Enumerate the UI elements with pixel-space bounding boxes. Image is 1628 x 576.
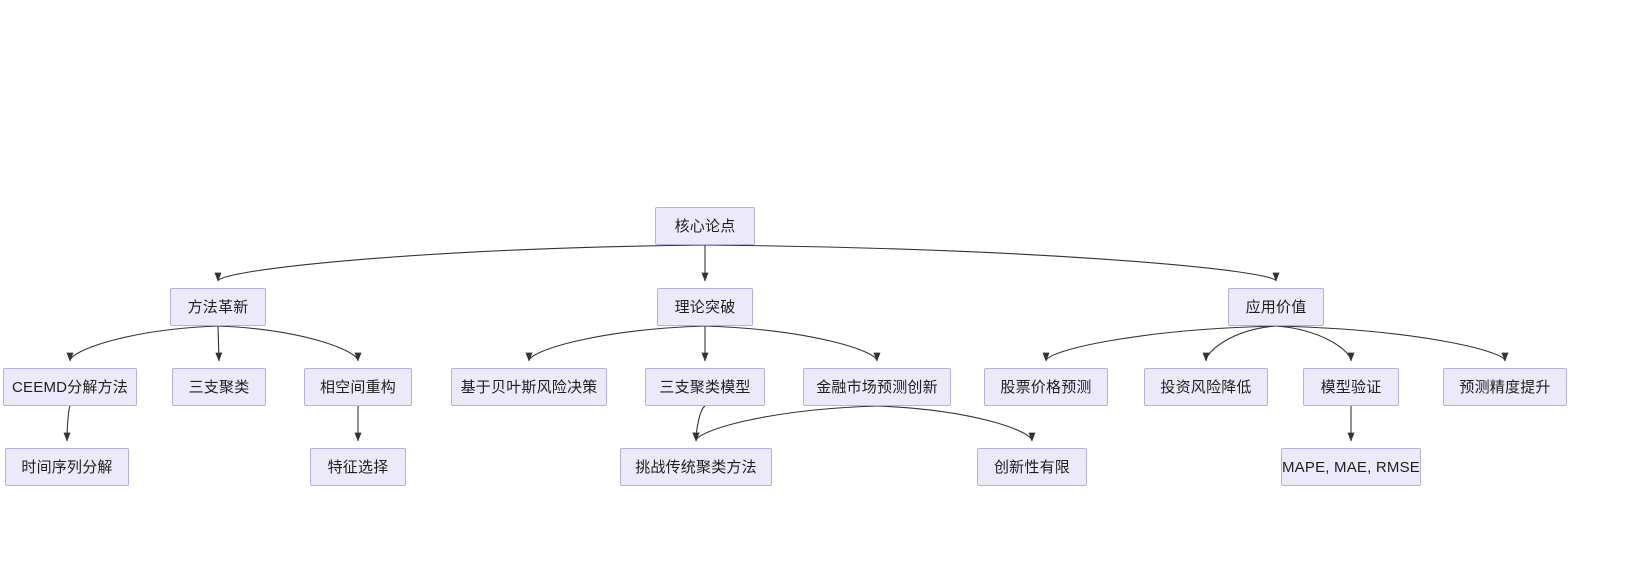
flow-node-label: 模型验证 bbox=[1320, 378, 1382, 396]
flow-node-label: 金融市场预测创新 bbox=[816, 378, 938, 396]
flow-node-method[interactable]: 方法革新 bbox=[170, 288, 266, 326]
flow-edge-appvalue-to-stock bbox=[1042, 325, 1277, 362]
flow-node-label: 创新性有限 bbox=[993, 458, 1070, 476]
flow-node-finance[interactable]: 金融市场预测创新 bbox=[803, 368, 951, 406]
flow-edge-theory-to-finance bbox=[704, 325, 881, 362]
flow-node-appvalue[interactable]: 应用价值 bbox=[1228, 288, 1324, 326]
flow-node-validate[interactable]: 模型验证 bbox=[1303, 368, 1399, 406]
flow-node-feature[interactable]: 特征选择 bbox=[310, 448, 406, 486]
flow-edge-ceemd-to-tsdecomp bbox=[63, 405, 71, 442]
flow-node-accuracy[interactable]: 预测精度提升 bbox=[1443, 368, 1567, 406]
flow-edge-finance-to-challenge bbox=[692, 405, 878, 442]
flow-edge-appvalue-to-risk bbox=[1202, 325, 1277, 362]
flow-node-root[interactable]: 核心论点 bbox=[655, 207, 755, 245]
flow-node-label: 时间序列分解 bbox=[21, 458, 113, 476]
flow-node-label: 基于贝叶斯风险决策 bbox=[460, 378, 598, 396]
flow-node-limited[interactable]: 创新性有限 bbox=[977, 448, 1087, 486]
flow-node-tsdecomp[interactable]: 时间序列分解 bbox=[5, 448, 129, 486]
flow-edge-twcmodel-to-challenge bbox=[692, 405, 706, 442]
flow-node-label: 挑战传统聚类方法 bbox=[635, 458, 757, 476]
flow-edge-finance-to-limited bbox=[876, 405, 1036, 442]
flow-edge-appvalue-to-accuracy bbox=[1275, 325, 1509, 362]
flow-node-risk[interactable]: 投资风险降低 bbox=[1144, 368, 1268, 406]
flow-node-phase[interactable]: 相空间重构 bbox=[304, 368, 412, 406]
flow-node-label: 方法革新 bbox=[187, 298, 249, 316]
flow-edge-root-to-method bbox=[214, 244, 706, 282]
flow-node-stock[interactable]: 股票价格预测 bbox=[984, 368, 1108, 406]
flow-node-twcmodel[interactable]: 三支聚类模型 bbox=[645, 368, 765, 406]
edge-paths bbox=[63, 244, 1509, 442]
flow-node-metrics[interactable]: MAPE, MAE, RMSE bbox=[1281, 448, 1421, 486]
flow-node-label: 应用价值 bbox=[1245, 298, 1307, 316]
flow-edge-method-to-ceemd bbox=[66, 325, 219, 362]
flow-node-label: 相空间重构 bbox=[319, 378, 396, 396]
flow-node-label: 特征选择 bbox=[327, 458, 389, 476]
flow-node-label: MAPE, MAE, RMSE bbox=[1281, 458, 1421, 476]
flow-edge-root-to-appvalue bbox=[704, 244, 1280, 282]
flow-edge-theory-to-bayes bbox=[525, 325, 706, 362]
flow-node-label: 理论突破 bbox=[674, 298, 736, 316]
flow-edge-method-to-threeway bbox=[215, 325, 223, 362]
flow-node-label: 预测精度提升 bbox=[1459, 378, 1551, 396]
flow-node-threeway[interactable]: 三支聚类 bbox=[172, 368, 266, 406]
flow-node-bayes[interactable]: 基于贝叶斯风险决策 bbox=[451, 368, 607, 406]
flow-edge-appvalue-to-validate bbox=[1275, 325, 1355, 362]
flow-node-ceemd[interactable]: CEEMD分解方法 bbox=[3, 368, 137, 406]
flow-node-label: 三支聚类模型 bbox=[659, 378, 751, 396]
flow-edge-method-to-phase bbox=[217, 325, 362, 362]
flow-node-label: 股票价格预测 bbox=[1000, 378, 1092, 396]
flow-node-challenge[interactable]: 挑战传统聚类方法 bbox=[620, 448, 772, 486]
flow-node-label: 投资风险降低 bbox=[1160, 378, 1252, 396]
flow-node-label: CEEMD分解方法 bbox=[12, 378, 128, 396]
flow-node-label: 核心论点 bbox=[674, 217, 736, 235]
flow-node-label: 三支聚类 bbox=[188, 378, 250, 396]
flow-node-theory[interactable]: 理论突破 bbox=[657, 288, 753, 326]
